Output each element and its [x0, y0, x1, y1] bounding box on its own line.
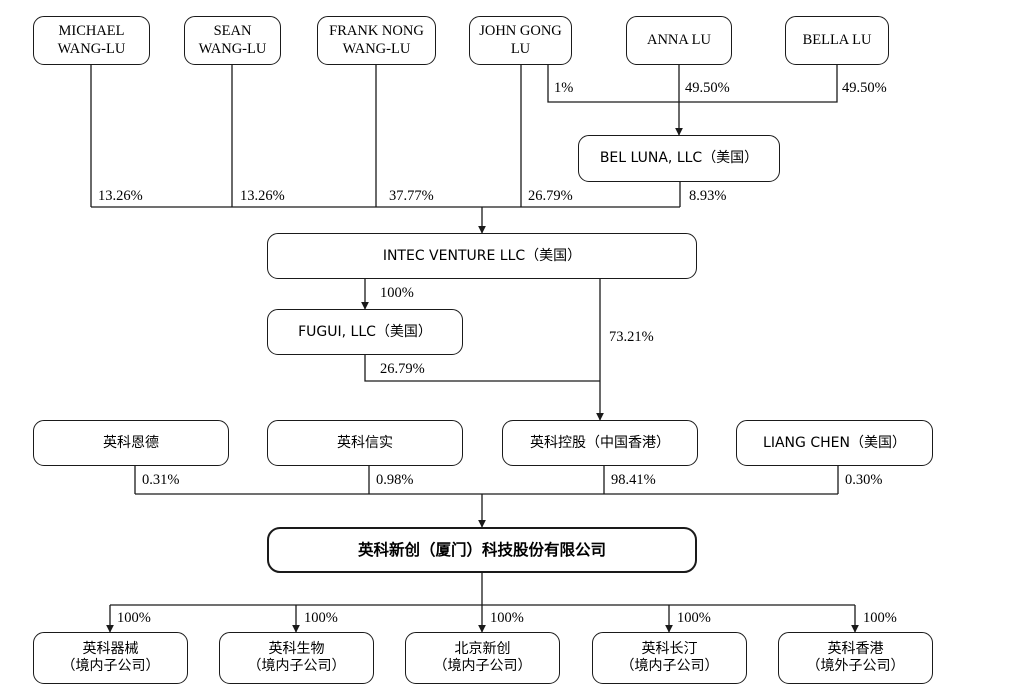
edge-label-michael-to-intec: 13.26% [98, 188, 143, 204]
edge-label-anna-to-belluna: 49.50% [685, 80, 730, 96]
node-label: ANNA LU [646, 31, 712, 48]
edge-label-john-to-intec: 26.79% [528, 188, 573, 204]
node-yingke-changting[interactable]: 英科长汀 （境内子公司） [592, 632, 747, 684]
node-yingke-konggu-hongkong[interactable]: 英科控股（中国香港） [502, 420, 698, 466]
edge-label-main-to-changting: 100% [677, 610, 711, 626]
node-yingke-xinchuang-main-company[interactable]: 英科新创（厦门）科技股份有限公司 [267, 527, 697, 573]
edge-label-frank-to-intec: 37.77% [389, 188, 434, 204]
node-label: 英科恩德 [103, 434, 159, 451]
edge-label-konggu-to-main: 98.41% [611, 472, 656, 488]
node-yingke-xinshi[interactable]: 英科信实 [267, 420, 463, 466]
node-intec-venture-llc[interactable]: INTEC VENTURE LLC（美国） [267, 233, 697, 279]
edge-label-main-to-qixie: 100% [117, 610, 151, 626]
edge-label-main-to-shengwu: 100% [304, 610, 338, 626]
node-bella-lu[interactable]: BELLA LU [785, 16, 889, 65]
node-john-gong-lu[interactable]: JOHN GONG LU [469, 16, 572, 65]
edge-label-intec-to-konggu: 73.21% [609, 329, 654, 345]
node-yingke-hongkong[interactable]: 英科香港 （境外子公司） [778, 632, 933, 684]
node-anna-lu[interactable]: ANNA LU [626, 16, 732, 65]
node-liang-chen[interactable]: LIANG CHEN（美国） [736, 420, 933, 466]
edge-label-liangchen-to-main: 0.30% [845, 472, 883, 488]
node-frank-nong-wang-lu[interactable]: FRANK NONG WANG-LU [317, 16, 436, 65]
edge-label-john-to-belluna: 1% [554, 80, 574, 96]
node-label: INTEC VENTURE LLC（美国） [382, 247, 582, 264]
edge-label-intec-to-fugui: 100% [380, 285, 414, 301]
node-label: JOHN GONG LU [479, 23, 562, 57]
node-label: FRANK NONG WANG-LU [329, 23, 424, 57]
edge-label-sean-to-intec: 13.26% [240, 188, 285, 204]
node-label: 英科新创（厦门）科技股份有限公司 [357, 540, 606, 559]
node-bel-luna-llc[interactable]: BEL LUNA, LLC（美国） [578, 135, 780, 182]
node-label: 英科器械 （境内子公司） [61, 641, 160, 674]
node-michael-wang-lu[interactable]: MICHAEL WANG-LU [33, 16, 150, 65]
node-sean-wang-lu[interactable]: SEAN WANG-LU [184, 16, 281, 65]
node-label: FUGUI, LLC（美国） [298, 323, 432, 340]
edge-label-bella-to-belluna: 49.50% [842, 80, 887, 96]
edge-label-belluna-to-intec: 8.93% [689, 188, 727, 204]
node-label: MICHAEL WANG-LU [57, 23, 126, 57]
node-label: 北京新创 （境内子公司） [433, 641, 532, 674]
edge-label-main-to-beijing: 100% [490, 610, 524, 626]
node-beijing-xinchuang[interactable]: 北京新创 （境内子公司） [405, 632, 560, 684]
node-label: 英科长汀 （境内子公司） [620, 641, 719, 674]
node-label: 英科控股（中国香港） [530, 434, 670, 451]
node-label: BELLA LU [802, 31, 872, 48]
node-label: LIANG CHEN（美国） [763, 434, 906, 451]
node-yingke-shengwu[interactable]: 英科生物 （境内子公司） [219, 632, 374, 684]
edge-label-main-to-hongkong: 100% [863, 610, 897, 626]
node-label: 英科信实 [337, 434, 393, 451]
node-fugui-llc[interactable]: FUGUI, LLC（美国） [267, 309, 463, 355]
edge-label-ende-to-main: 0.31% [142, 472, 180, 488]
node-yingke-qixie[interactable]: 英科器械 （境内子公司） [33, 632, 188, 684]
edge-label-fugui-to-konggu: 26.79% [380, 361, 425, 377]
node-label: BEL LUNA, LLC（美国） [599, 150, 759, 167]
node-label: 英科生物 （境内子公司） [247, 641, 346, 674]
edge-label-xinshi-to-main: 0.98% [376, 472, 414, 488]
node-yingke-ende[interactable]: 英科恩德 [33, 420, 229, 466]
node-label: SEAN WANG-LU [198, 23, 267, 57]
node-label: 英科香港 （境外子公司） [806, 641, 905, 674]
